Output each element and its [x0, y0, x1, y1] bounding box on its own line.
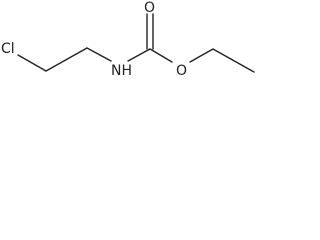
bond-c3-o-single: [149, 48, 173, 63]
bond-c1-c2: [45, 47, 88, 72]
structure-canvas: Cl NH O O: [0, 0, 261, 89]
bond-o-c4: [189, 48, 214, 63]
nh-label: NH: [111, 63, 132, 79]
chlorine-label: Cl: [1, 41, 15, 57]
atom-labels: Cl NH O O: [1, 0, 187, 79]
ether-oxygen-label: O: [176, 63, 187, 79]
bond-cl-c1: [17, 54, 47, 72]
carbonyl-oxygen-label: O: [144, 0, 155, 16]
bond-c4-c5: [212, 48, 255, 73]
bond-c2-n: [86, 47, 112, 62]
bond-n-c3: [127, 48, 151, 62]
ethyl-2-chloroethylcarbamate-structure: Cl NH O O: [1, 0, 255, 79]
bonds: [17, 13, 255, 73]
